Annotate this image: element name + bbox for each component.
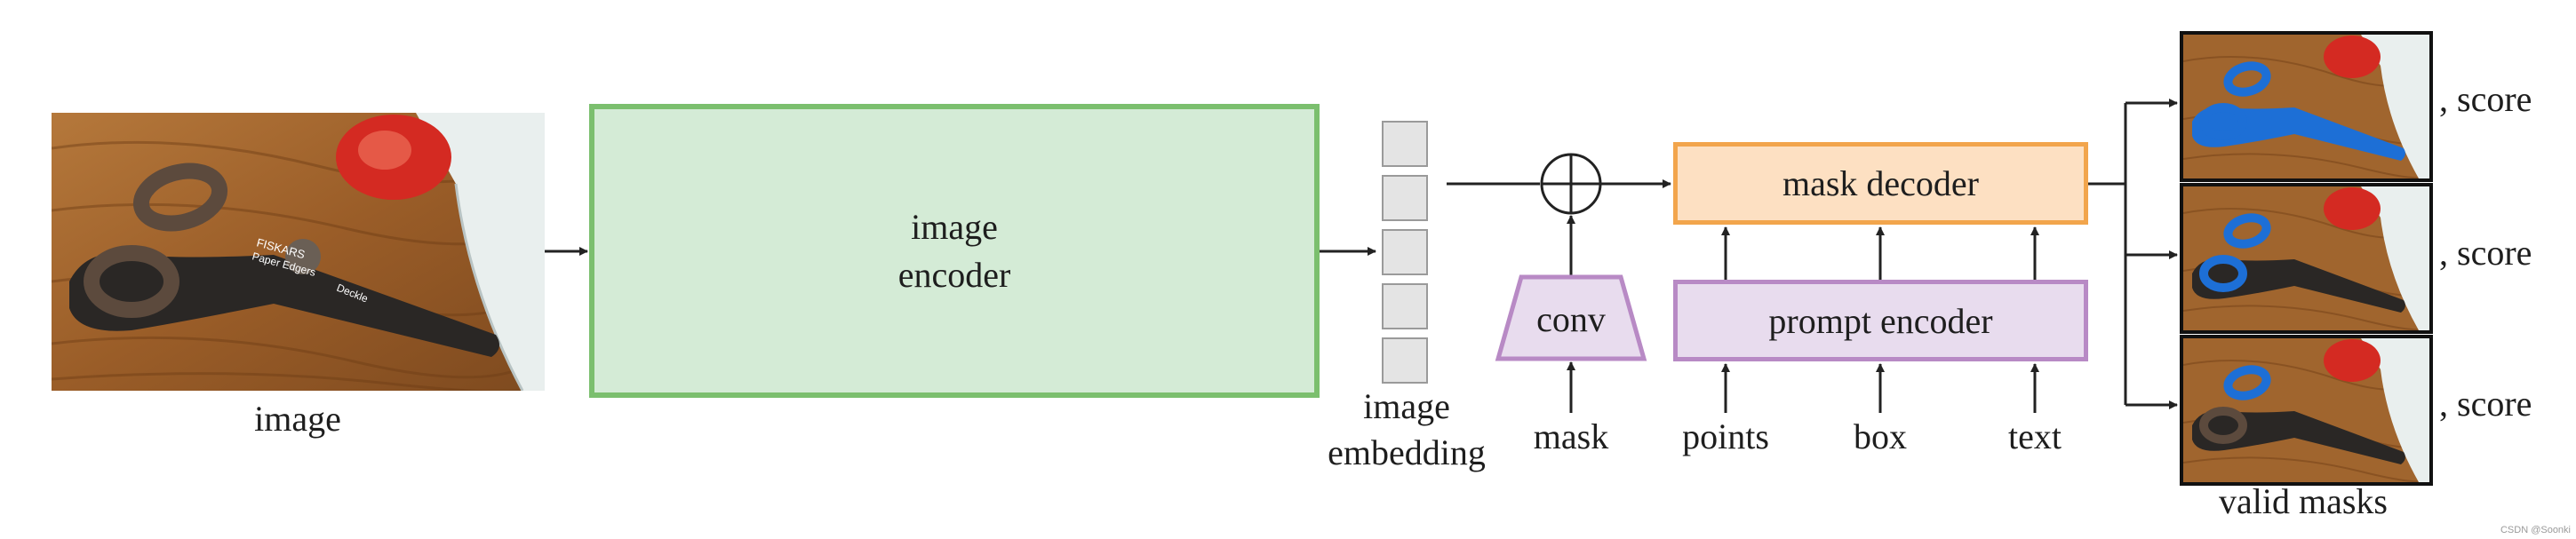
watermark: CSDN @Soonki [2500,525,2571,535]
embedding-cell [1382,121,1428,167]
embedding-cell [1382,283,1428,329]
score-label-1: , score [2439,79,2532,119]
output-mask-1 [2180,31,2433,182]
output-mask-3 [2180,335,2433,486]
image-embedding-label-line1: image [1363,386,1450,426]
score-label-3: , score [2439,384,2532,424]
embedding-cell [1382,229,1428,275]
embedding-cell [1382,337,1428,384]
text-input-label: text [2008,416,2062,456]
mask-decoder-block: mask decoder [1673,142,2088,225]
image-encoder-block: image encoder [589,104,1320,398]
mask-photo-2 [2183,186,2429,330]
mask-photo-1 [2183,35,2429,178]
valid-masks-label: valid masks [2219,481,2388,521]
input-image: FISKARS Paper Edgers Deckle [52,113,545,391]
score-label-2: , score [2439,233,2532,273]
prompt-encoder-block: prompt encoder [1673,280,2088,361]
conv-block [1495,274,1647,361]
mask-decoder-label: mask decoder [1782,163,1979,203]
sum-node-icon [1540,153,1602,215]
box-input-label: box [1854,416,1907,456]
image-label: image [254,399,341,439]
image-embedding-stack [1382,121,1428,384]
mask-input-label: mask [1533,416,1609,456]
prompt-encoder-label: prompt encoder [1768,300,1993,341]
image-embedding-label-line2: embedding [1328,432,1486,472]
output-mask-2 [2180,183,2433,334]
image-encoder-label-line2: encoder [897,254,1011,295]
embedding-cell [1382,175,1428,221]
conv-label-overlay: conv [1536,299,1606,339]
points-input-label: points [1682,416,1769,456]
scissors-photo: FISKARS Paper Edgers Deckle [52,113,545,391]
image-encoder-label-line1: image [911,206,998,247]
mask-photo-3 [2183,338,2429,482]
